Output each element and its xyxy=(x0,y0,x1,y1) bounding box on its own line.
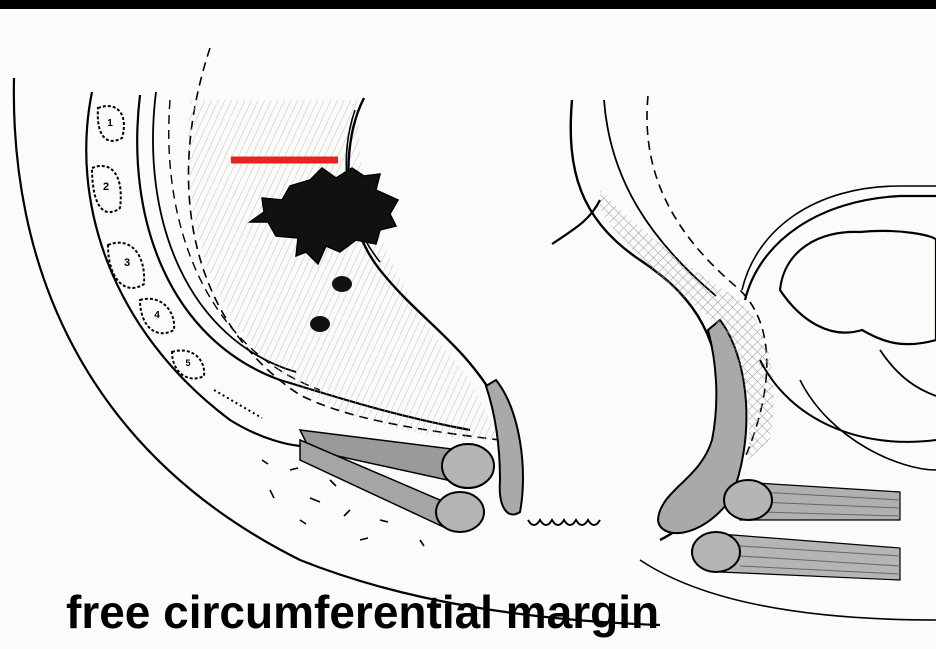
svg-text:5: 5 xyxy=(185,358,190,368)
vertebra-1: 1 xyxy=(98,106,124,141)
sphincter-cross-section xyxy=(442,444,494,488)
rectal-wall-muscle xyxy=(486,380,523,514)
caption: free circumferential margin xyxy=(66,584,659,640)
bladder-outline-lower xyxy=(760,360,936,442)
anal-canal xyxy=(528,520,600,525)
denonvilliers-fascia xyxy=(600,190,774,460)
tumor-nodule xyxy=(332,276,352,292)
bladder-inner-line xyxy=(880,350,936,396)
svg-text:1: 1 xyxy=(107,118,113,129)
anterior-wall-branch xyxy=(552,200,600,244)
vertebra-5: 5 xyxy=(172,350,204,378)
tumor-nodule xyxy=(310,316,330,332)
sphincter-cross-section xyxy=(724,480,772,520)
sphincter-cross-section xyxy=(436,492,484,532)
vertebra-3: 3 xyxy=(108,243,144,288)
svg-text:2: 2 xyxy=(103,181,109,193)
mesorectum-shaded xyxy=(188,100,500,440)
vertebra-4: 4 xyxy=(140,299,174,334)
svg-text:3: 3 xyxy=(124,257,130,269)
sphincter-cross-section xyxy=(692,532,740,572)
bladder-outline-lower-2 xyxy=(800,380,936,470)
svg-text:4: 4 xyxy=(154,310,160,321)
vertebra-2: 2 xyxy=(92,166,121,212)
bladder-lumen xyxy=(780,231,936,344)
